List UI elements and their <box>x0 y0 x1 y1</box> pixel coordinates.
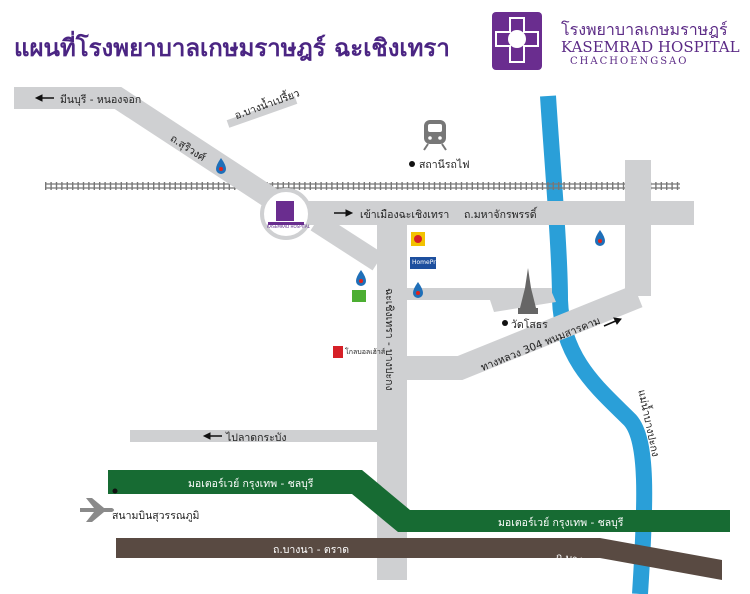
global-house-marker <box>333 346 343 358</box>
arrow-right-icon <box>334 209 354 217</box>
train-icon <box>423 120 447 151</box>
temple-icon <box>518 268 538 314</box>
label-bangna-1: ถ.บางนา - ตราด <box>273 544 350 556</box>
label-kasemrad-small: KASEMRAD HOSPITAL <box>267 224 310 229</box>
logo-name-thai: โรงพยาบาลเกษมราษฎร์ <box>561 20 728 39</box>
arrow-left-icon <box>34 94 54 102</box>
fuel-station-icon <box>356 270 366 286</box>
fuel-station-icon <box>413 282 423 298</box>
arrow-left-icon <box>202 432 222 440</box>
fuel-station-icon <box>595 230 605 246</box>
railway-line <box>45 182 680 190</box>
road-link-diagonal <box>310 213 384 271</box>
label-to-city: เข้าเมืองฉะเชิงเทรา <box>360 209 450 221</box>
logo-name-english: KASEMRAD HOSPITAL <box>561 38 740 56</box>
bangpakong-river <box>540 95 653 594</box>
label-minburi: มีนบุรี - หนองจอก <box>60 94 142 106</box>
label-airport: สนามบินสุวรรณภูมิ <box>112 510 200 522</box>
label-chachoeng-bangpakong: ฉะเชิงเทรา - บางปะกง <box>383 288 395 391</box>
label-train-station: สถานีรถไฟ <box>419 159 470 171</box>
airplane-icon <box>80 498 114 522</box>
hospital-logo-icon <box>260 188 312 240</box>
label-motorway-2: มอเตอร์เวย์ กรุงเทพ - ชลบุรี <box>498 517 624 529</box>
road-hwy304 <box>404 284 643 380</box>
logo-branch: CHACHOENGSAO <box>570 56 689 67</box>
label-global-house: โกลบอลเฮ้าส์ <box>345 348 386 356</box>
label-mahachakkraphat: ถ.มหาจักรพรรดิ์ <box>464 209 537 221</box>
airport-dot <box>112 488 118 494</box>
arrow-right-icon <box>603 317 622 327</box>
fuel-station-icon <box>216 158 226 174</box>
wat-sothon-dot <box>502 320 508 326</box>
homepro-marker <box>410 257 436 269</box>
label-lat-krabang: ไปลาดกระบัง <box>226 432 287 444</box>
kasemrad-logo-icon <box>492 12 542 70</box>
train-station-dot <box>409 161 415 167</box>
road-bangnamprieo <box>226 96 298 128</box>
label-homepro: HomePro <box>412 259 440 266</box>
label-wat-sothon: วัดโสธร <box>511 319 548 331</box>
page-title: แผนที่โรงพยาบาลเกษมราษฎร์ ฉะเชิงเทรา <box>14 34 450 62</box>
seven-eleven-marker <box>352 290 366 302</box>
road-bangna-trat <box>116 538 722 580</box>
label-motorway-1: มอเตอร์เวย์ กรุงเทพ - ชลบุรี <box>188 478 314 490</box>
motorway-bkk-chonburi <box>108 470 730 532</box>
